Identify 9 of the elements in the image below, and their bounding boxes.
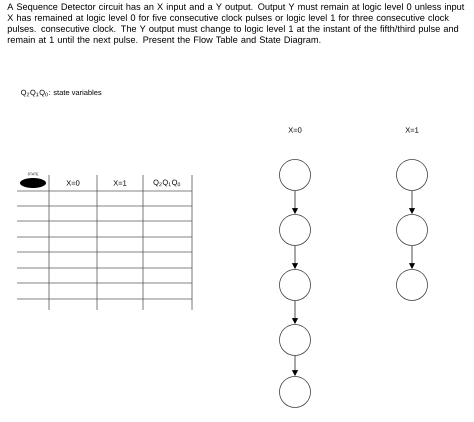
state-circle <box>396 214 428 246</box>
state-circle <box>279 324 311 356</box>
state-circle <box>396 269 428 301</box>
state-circle <box>279 214 311 246</box>
state-circle <box>279 376 311 408</box>
question-text: A Sequence Detector circuit has an X input and a Y output. Output Y must remain at logic level 0 unless input X has remained at logic level 0 for five consecutive clock pulses or logic level 1 for three consecutive clock pulses. consecutive clock. The Y output must change to logic level 1 at the instant of the fifth/third pulse and remain at 1 until the next pulse. Present the Flow Table and State Diagram. <box>7 3 464 45</box>
state-circle <box>396 159 428 191</box>
state-circle <box>279 269 311 301</box>
state-circle <box>279 159 311 191</box>
